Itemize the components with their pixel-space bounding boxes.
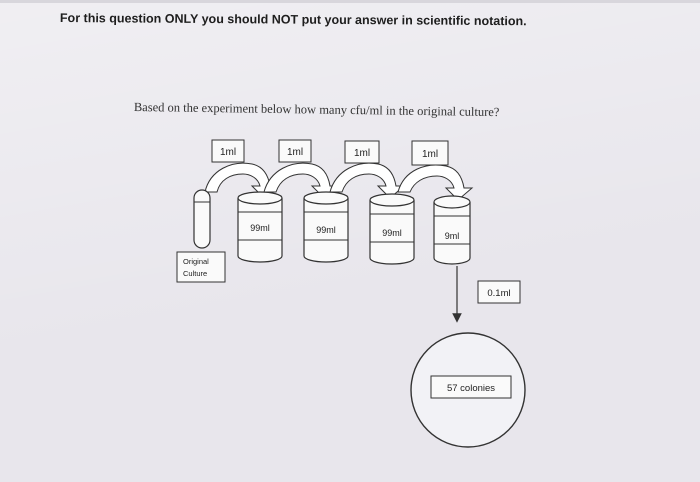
transfer-label-3: 1ml <box>344 140 380 164</box>
original-culture-label: Original Culture <box>176 251 226 283</box>
original-culture-tube <box>193 189 211 249</box>
dilution-tube-4: 9ml <box>433 195 471 265</box>
dilution-tube-2: 99ml <box>303 191 349 263</box>
transfer-label-3-text: 1ml <box>354 148 370 159</box>
transfer-arrow-4 <box>397 164 474 201</box>
original-culture-label-line2: Culture <box>183 269 207 278</box>
plated-volume-label: 0.1ml <box>477 280 521 304</box>
original-culture-label-line1: Original <box>183 257 209 266</box>
transfer-label-2: 1ml <box>278 139 312 163</box>
dilution-tube-2-label: 99ml <box>316 225 336 235</box>
plated-volume-text: 0.1ml <box>487 288 510 299</box>
dilution-tube-1: 99ml <box>237 191 283 263</box>
dilution-tube-3-label: 99ml <box>382 228 402 238</box>
transfer-label-1: 1ml <box>211 139 245 163</box>
top-divider <box>0 0 700 3</box>
transfer-arrow-3 <box>329 162 406 199</box>
dilution-tube-3: 99ml <box>369 193 415 265</box>
transfer-label-2-text: 1ml <box>287 147 303 158</box>
colony-count-label: 57 colonies <box>430 375 512 399</box>
transfer-label-1-text: 1ml <box>220 147 236 158</box>
dilution-tube-1-label: 99ml <box>250 223 270 233</box>
transfer-label-4-text: 1ml <box>422 149 438 160</box>
dilution-tube-4-label: 9ml <box>445 231 460 241</box>
transfer-label-4: 1ml <box>411 140 449 166</box>
colony-count-text: 57 colonies <box>447 383 495 394</box>
